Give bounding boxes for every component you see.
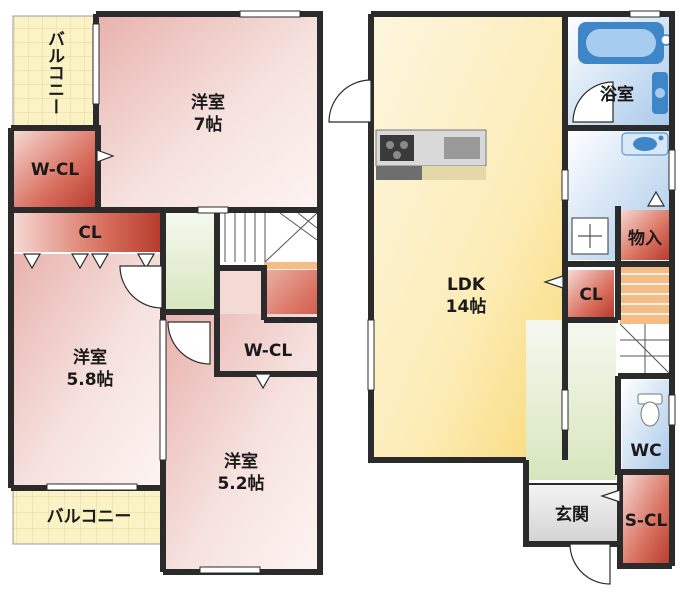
western-room-7 [98,16,320,209]
stairs-1f [619,264,671,375]
wcl-center-label: W-CL [244,341,293,361]
western-7-size: 7帖 [194,114,223,135]
storage-room [620,210,670,260]
kitchen-counter [375,129,487,180]
ldk-name: LDK [447,275,486,295]
stair-landing-2f [217,212,317,267]
western-58-size: 5.8帖 [66,369,113,390]
ldk-size: 14帖 [446,296,487,317]
scl-label: S-CL [625,511,668,531]
bath-door-swing [572,81,614,123]
toilet [637,393,663,427]
storage-label: 物入 [628,228,662,249]
cl-top-label: CL [78,223,101,243]
western-58-name: 洋室 [73,347,107,368]
washing-machine [571,217,609,255]
hallway-1f [526,320,616,480]
wc-label: WC [630,441,661,461]
closet-top [13,212,163,252]
door-swings-1f [328,79,611,585]
balcony-top [12,15,96,129]
entrance-label: 玄関 [555,504,589,525]
first-floor: LDK 14帖 浴室 物入 CL WC 玄関 S-CL [328,10,676,585]
balcony-top-label: バルコニー [44,30,65,115]
door-swings-2f [119,265,211,365]
shoe-closet [622,474,670,566]
balcony-bottom [12,488,164,545]
washbasin [621,132,669,156]
western-52-name: 洋室 [224,451,258,472]
bath-label: 浴室 [600,84,634,105]
wcl-left-label: W-CL [31,160,80,180]
entrance [526,484,620,542]
cl-right-label: CL [579,285,602,305]
balcony-bottom-label: バルコニー [47,507,132,527]
walk-in-closet-left [13,130,96,209]
windows-1f [367,10,676,431]
door-markers-1f [543,190,666,503]
hallway-2f [165,212,217,312]
second-floor: バルコニー 洋室 7帖 W-CL CL 洋室 5.8帖 W-CL 洋室 5.2帖… [8,10,323,575]
windows-2f [46,10,301,574]
western-7-name: 洋室 [191,92,225,113]
closet-right [568,270,614,318]
closet-door-markers [22,149,273,390]
western-52-size: 5.2帖 [217,473,264,494]
